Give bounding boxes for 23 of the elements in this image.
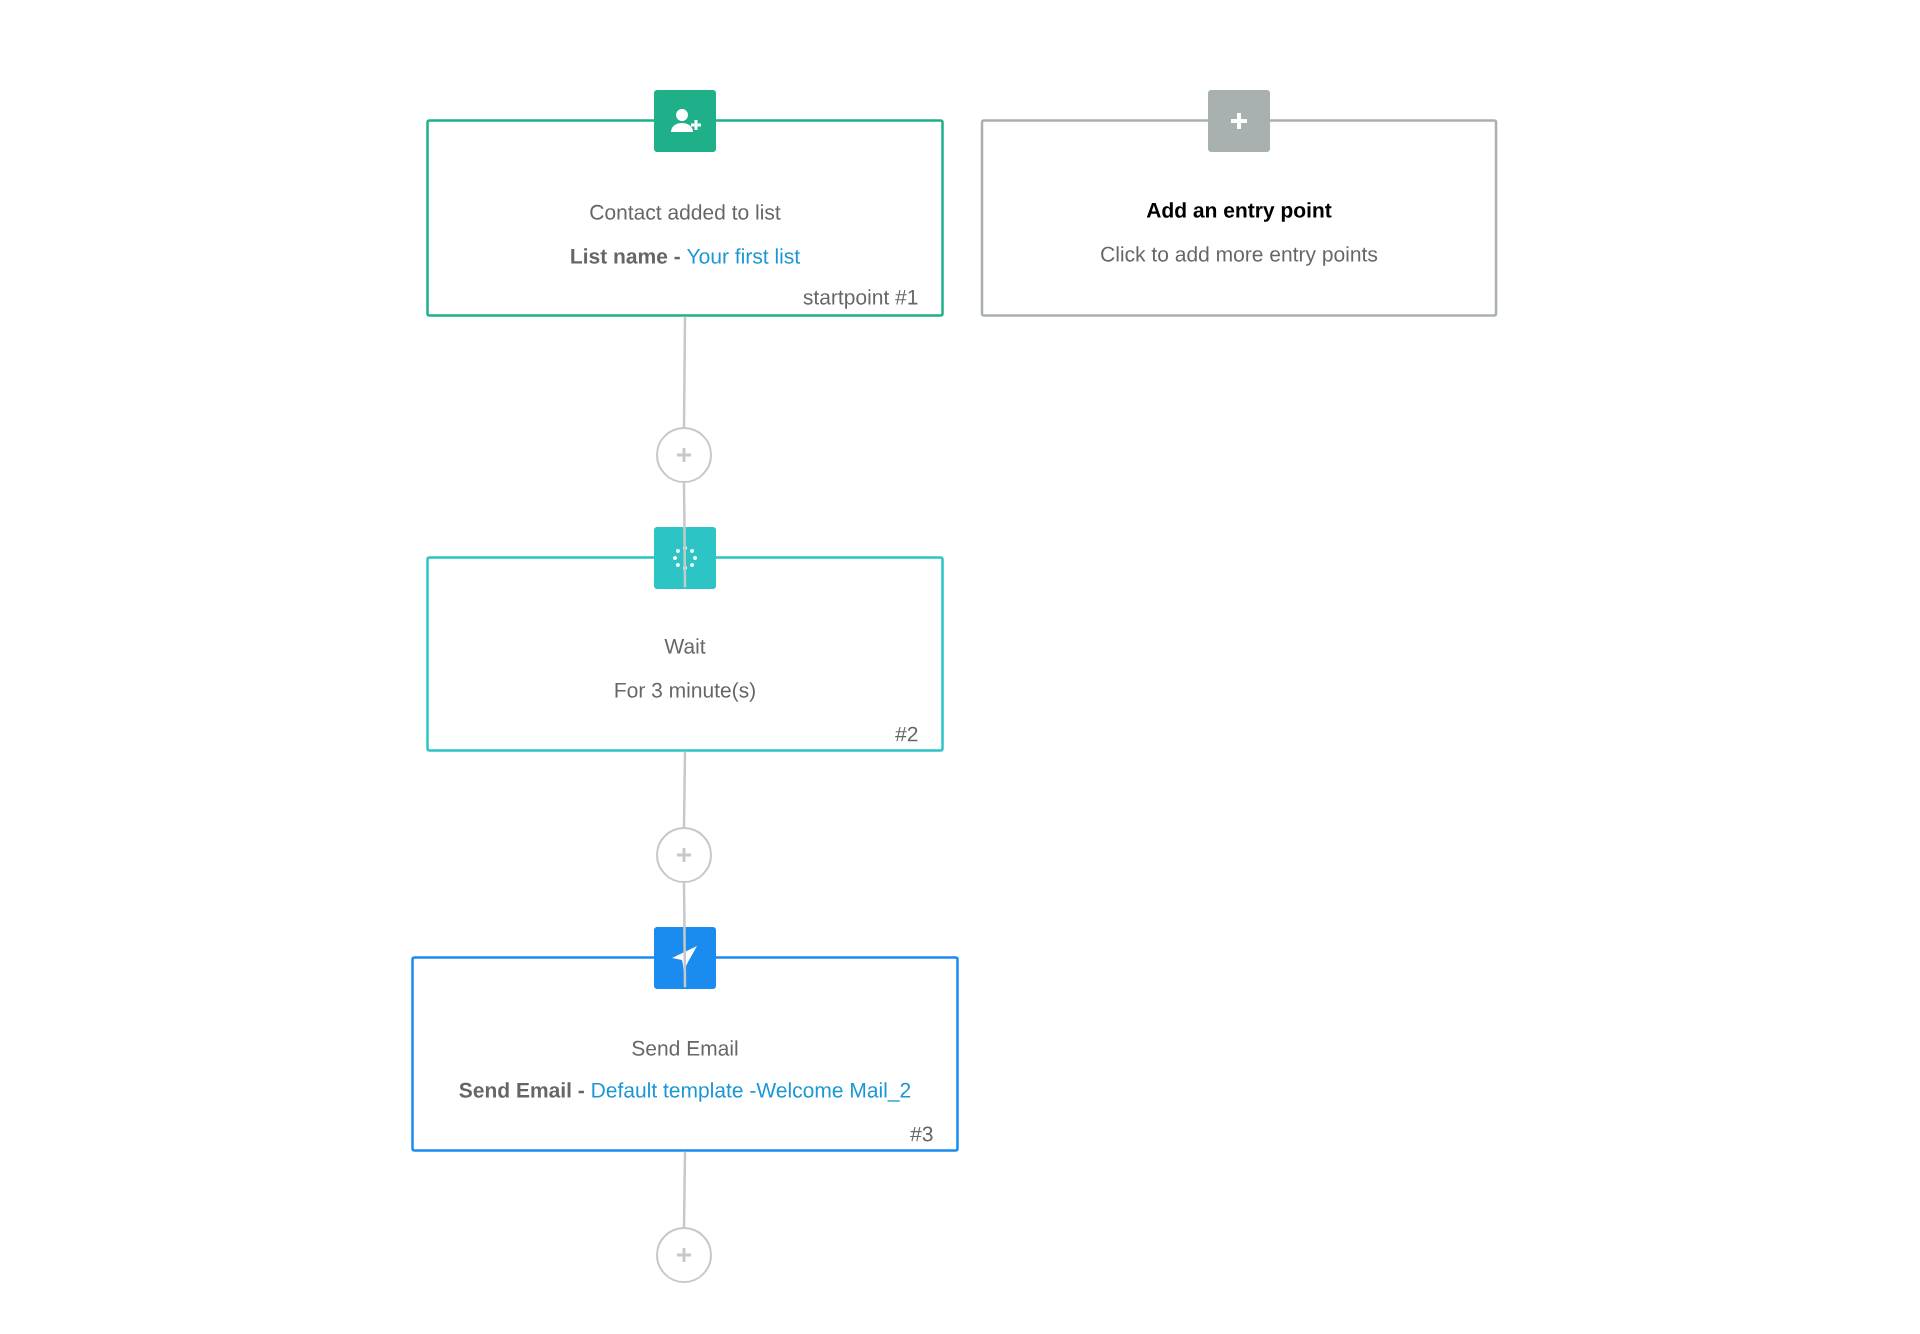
node-label: Wait: [664, 638, 706, 654]
node-label: Default template -Welcome Mail_2: [592, 1082, 911, 1102]
process-box: Send Email Send Email - Default template -Welcome Mail_2 #3: [411, 956, 959, 1152]
node-label: For 3 minute(s): [615, 682, 755, 702]
connector-line: [682, 1151, 687, 1228]
add-step-button: [656, 1227, 712, 1283]
add-step-button: [656, 427, 712, 483]
node-label: #2: [895, 726, 918, 742]
connector-line: [682, 316, 687, 427]
node-label: List name -: [571, 248, 680, 264]
node-label: Your first list: [687, 248, 800, 264]
add-step-button: [656, 827, 712, 883]
node-label: Contact added to list: [590, 204, 781, 220]
process-box: Wait For 3 minute(s) #2: [426, 556, 944, 752]
node-label: Send Email -: [459, 1082, 584, 1098]
connector-line: [682, 751, 687, 828]
connector-line: [682, 483, 687, 588]
node-label: Send Email: [632, 1040, 738, 1056]
process-box: Add an entry point Click to add more entry points: [980, 119, 1498, 317]
process-box: Contact added to list List name - Your first list startpoint #1: [426, 119, 944, 317]
node-label: #3: [910, 1126, 933, 1142]
node-label: startpoint #1: [803, 289, 918, 309]
connector-line: [682, 883, 687, 988]
